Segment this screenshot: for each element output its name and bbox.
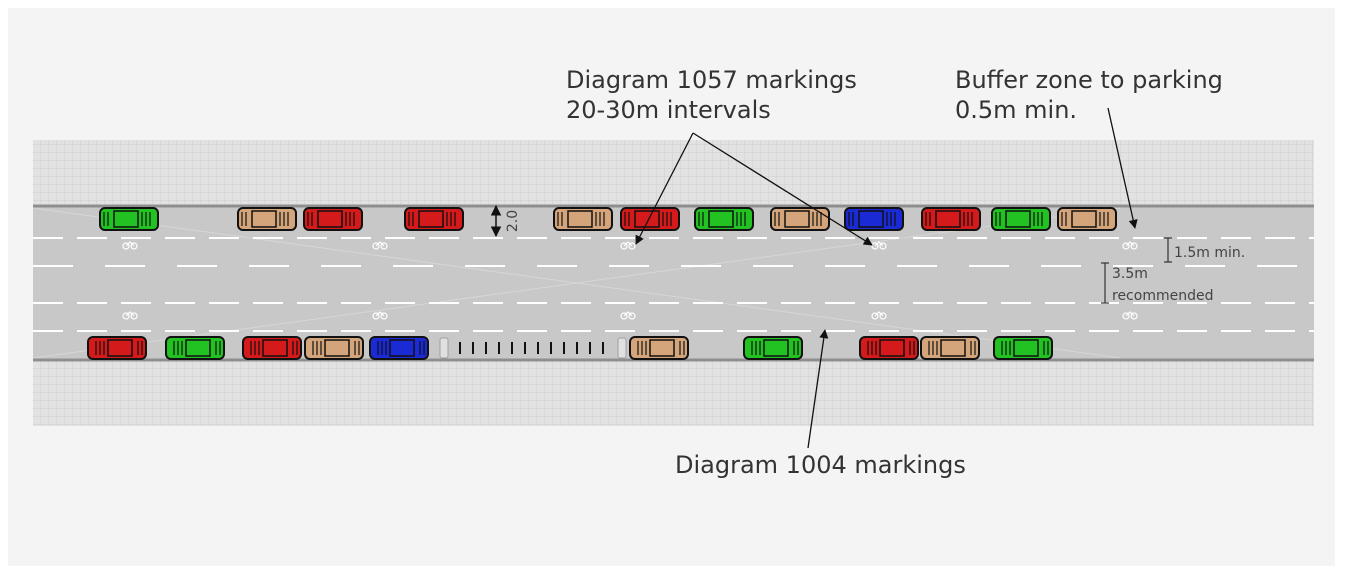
parked-car-blue <box>844 207 904 231</box>
diagram-1057-label-line1: Diagram 1057 markings <box>566 66 857 94</box>
cycle-symbol <box>1122 241 1138 250</box>
parked-car-green <box>993 336 1053 360</box>
buffer-zone-label-line2: 0.5m min. <box>955 96 1077 124</box>
cycle-symbol <box>1122 311 1138 320</box>
cycle-symbol <box>372 311 388 320</box>
parked-car-tan <box>553 207 613 231</box>
carriageway <box>33 206 1314 360</box>
lane-recommended-label-1: 3.5m <box>1112 266 1148 282</box>
parked-car-red <box>859 336 919 360</box>
lane-recommended-bracket <box>1101 262 1109 304</box>
parked-car-tan <box>304 336 364 360</box>
parked-car-green <box>991 207 1051 231</box>
leader-1004 <box>807 329 829 449</box>
parked-car-blue <box>369 336 429 360</box>
leader-1057-left <box>635 132 694 245</box>
cycle-symbols <box>122 241 1138 320</box>
diagram-1004-label: Diagram 1004 markings <box>675 451 966 479</box>
parked-cars-top <box>99 207 1117 231</box>
diagram-1004-markings <box>439 337 627 359</box>
diagram-1057-label-line2: 20-30m intervals <box>566 96 771 124</box>
parked-car-red <box>87 336 147 360</box>
cycle-symbol <box>122 311 138 320</box>
diagram-frame: 2.0 1.5m min. 3.5m recommended Diagram 1… <box>8 8 1335 566</box>
parked-car-tan <box>237 207 297 231</box>
parked-car-green <box>99 207 159 231</box>
parked-car-green <box>743 336 803 360</box>
buffer-zone-label-line1: Buffer zone to parking <box>955 66 1223 94</box>
guide-line-2 <box>32 207 1121 359</box>
parked-car-red <box>921 207 981 231</box>
cycle-symbol <box>871 241 887 250</box>
cycle-symbol <box>620 311 636 320</box>
parking-width-label: 2.0 <box>505 210 521 232</box>
cycle-symbol <box>871 311 887 320</box>
lane-min-label: 1.5m min. <box>1174 245 1245 261</box>
leader-arrows <box>635 107 1138 449</box>
parked-car-tan <box>770 207 830 231</box>
parked-car-red <box>620 207 680 231</box>
parked-car-tan <box>629 336 689 360</box>
parked-car-red <box>242 336 302 360</box>
parked-car-red <box>404 207 464 231</box>
parked-car-tan <box>1057 207 1117 231</box>
parked-cars-bottom <box>87 336 1053 360</box>
lane-min-bracket <box>1164 237 1172 263</box>
cycle-symbol <box>122 241 138 250</box>
leader-1057-right <box>692 132 873 246</box>
pavement-bottom <box>33 360 1314 426</box>
lane-recommended-label-2: recommended <box>1112 288 1213 304</box>
parked-car-green <box>694 207 754 231</box>
parked-car-red <box>303 207 363 231</box>
cycle-symbol <box>620 241 636 250</box>
parked-car-tan <box>920 336 980 360</box>
road-layout-diagram: 2.0 1.5m min. 3.5m recommended Diagram 1… <box>32 66 1314 479</box>
parked-car-green <box>165 336 225 360</box>
pavement-top <box>33 140 1314 206</box>
leader-buffer <box>1107 107 1138 229</box>
cycle-symbol <box>372 241 388 250</box>
